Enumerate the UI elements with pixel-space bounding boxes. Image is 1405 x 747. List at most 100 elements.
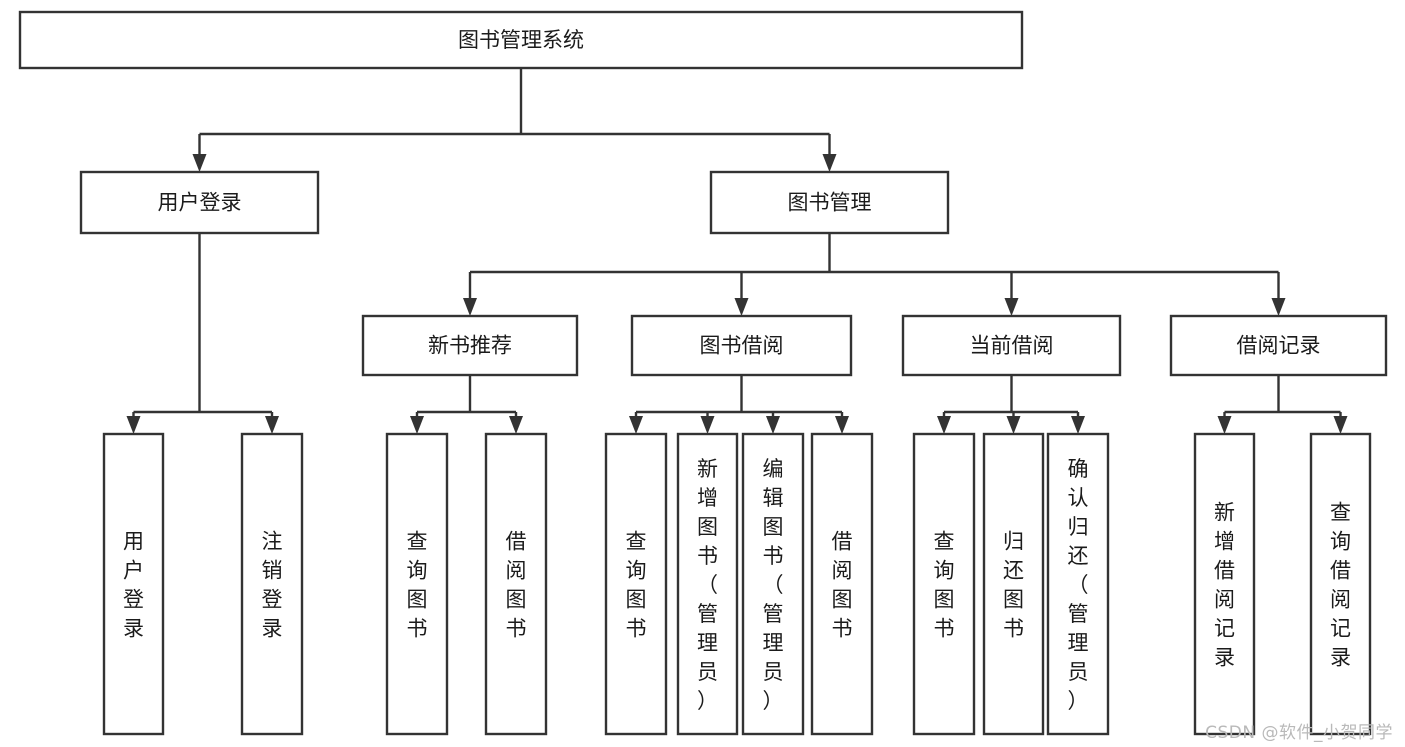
arrow-head-leaf-logout bbox=[265, 416, 279, 434]
node-label-leaf-borrow-book-rec: 图 bbox=[506, 588, 527, 612]
node-box-leaf-borrow-book-rec bbox=[484, 432, 548, 736]
node-label-leaf-return-book: 图 bbox=[1003, 588, 1024, 612]
node-label-leaf-return-book: 还 bbox=[1003, 559, 1024, 583]
node-box-current-borrow bbox=[901, 314, 1122, 377]
node-box-leaf-add-record bbox=[1193, 432, 1256, 736]
node-label-leaf-add-record: 阅 bbox=[1214, 588, 1235, 612]
node-label-leaf-edit-book: 图 bbox=[763, 515, 784, 539]
nodes-layer: 图书管理系统用户登录图书管理新书推荐图书借阅当前借阅借阅记录用户登录注销登录查询… bbox=[18, 10, 1388, 736]
arrow-head-leaf-user-login bbox=[126, 416, 141, 434]
node-label-leaf-query-record: 借 bbox=[1330, 559, 1351, 583]
arrow-head-leaf-query-book-rec bbox=[410, 416, 424, 434]
node-label-leaf-logout: 录 bbox=[262, 617, 283, 641]
node-label-leaf-add-record: 借 bbox=[1214, 559, 1235, 583]
node-label-borrow-record: 借阅记录 bbox=[1237, 334, 1321, 358]
node-label-leaf-add-book: 管 bbox=[697, 602, 718, 626]
node-label-leaf-confirm-return: 员 bbox=[1068, 660, 1089, 684]
node-box-leaf-borrow-book bbox=[810, 432, 874, 736]
node-label-leaf-add-book: 新 bbox=[697, 457, 718, 481]
node-box-book-manage bbox=[709, 170, 950, 235]
edge-group-new-book-rec bbox=[410, 375, 523, 434]
node-label-leaf-query-book-borrow: 询 bbox=[626, 559, 647, 583]
node-label-leaf-edit-book: （ bbox=[763, 573, 784, 597]
node-new-book-rec[interactable]: 新书推荐 bbox=[361, 314, 579, 377]
arrow-head-leaf-query-record bbox=[1333, 416, 1348, 434]
node-box-leaf-query-book-rec bbox=[385, 432, 449, 736]
arrow-head-leaf-borrow-book bbox=[835, 416, 849, 434]
node-box-user-login bbox=[79, 170, 320, 235]
node-label-leaf-query-book-borrow: 查 bbox=[626, 530, 647, 554]
node-label-leaf-return-book: 书 bbox=[1003, 617, 1024, 641]
node-user-login[interactable]: 用户登录 bbox=[79, 170, 320, 235]
edge-group-current-borrow bbox=[937, 375, 1085, 434]
node-book-borrow[interactable]: 图书借阅 bbox=[630, 314, 853, 377]
node-box-root bbox=[18, 10, 1024, 70]
node-label-leaf-edit-book: 员 bbox=[763, 660, 784, 684]
node-label-leaf-query-book-borrow: 图 bbox=[626, 588, 647, 612]
node-root[interactable]: 图书管理系统 bbox=[18, 10, 1024, 70]
node-box-leaf-query-book-borrow bbox=[604, 432, 668, 736]
node-label-leaf-add-book: ） bbox=[697, 689, 718, 713]
arrow-head-leaf-add-book bbox=[700, 416, 715, 434]
node-label-leaf-add-book: 理 bbox=[697, 631, 718, 655]
node-label-leaf-borrow-book: 阅 bbox=[832, 559, 853, 583]
edge-group-book-manage bbox=[463, 233, 1286, 316]
node-label-leaf-confirm-return: 认 bbox=[1068, 486, 1089, 510]
node-label-leaf-edit-book: 理 bbox=[763, 631, 784, 655]
arrow-head-leaf-edit-book bbox=[766, 416, 780, 434]
node-label-leaf-edit-book: ） bbox=[763, 689, 784, 713]
node-box-leaf-user-login bbox=[102, 432, 165, 736]
node-label-leaf-query-book-rec: 询 bbox=[407, 559, 428, 583]
node-label-leaf-add-book: 书 bbox=[697, 544, 718, 568]
node-label-leaf-user-login: 录 bbox=[123, 617, 144, 641]
node-label-leaf-user-login: 户 bbox=[123, 559, 144, 583]
node-label-leaf-confirm-return: 确 bbox=[1068, 457, 1089, 481]
node-box-leaf-logout bbox=[240, 432, 304, 736]
arrow-head-current-borrow bbox=[1004, 298, 1019, 316]
node-box-book-borrow bbox=[630, 314, 853, 377]
node-label-book-manage: 图书管理 bbox=[788, 191, 872, 215]
arrow-head-leaf-confirm-return bbox=[1071, 416, 1085, 434]
node-label-leaf-user-login: 登 bbox=[123, 588, 144, 612]
node-label-leaf-confirm-return: （ bbox=[1068, 573, 1089, 597]
node-label-leaf-add-record: 新 bbox=[1214, 501, 1235, 525]
node-box-leaf-add-book bbox=[676, 432, 739, 736]
node-label-leaf-borrow-book-rec: 书 bbox=[506, 617, 527, 641]
node-label-leaf-query-book-rec: 图 bbox=[407, 588, 428, 612]
node-borrow-record[interactable]: 借阅记录 bbox=[1169, 314, 1388, 377]
node-box-leaf-query-book-current bbox=[912, 432, 976, 736]
node-box-borrow-record bbox=[1169, 314, 1388, 377]
node-label-leaf-query-book-borrow: 书 bbox=[626, 617, 647, 641]
node-label-leaf-query-record: 询 bbox=[1330, 530, 1351, 554]
node-current-borrow[interactable]: 当前借阅 bbox=[901, 314, 1122, 377]
node-label-leaf-query-book-rec: 书 bbox=[407, 617, 428, 641]
node-label-leaf-borrow-book: 书 bbox=[832, 617, 853, 641]
node-label-leaf-query-book-rec: 查 bbox=[407, 530, 428, 554]
node-leaf-user-login[interactable]: 用户登录 bbox=[102, 432, 165, 736]
node-label-leaf-confirm-return: 理 bbox=[1068, 631, 1089, 655]
node-label-leaf-return-book: 归 bbox=[1003, 530, 1024, 554]
arrow-head-book-manage bbox=[822, 154, 837, 172]
node-label-root: 图书管理系统 bbox=[458, 28, 584, 52]
edge-group-borrow-record bbox=[1217, 375, 1348, 434]
connectors-layer bbox=[126, 68, 1348, 434]
node-label-leaf-confirm-return: 还 bbox=[1068, 544, 1089, 568]
node-book-manage[interactable]: 图书管理 bbox=[709, 170, 950, 235]
node-box-new-book-rec bbox=[361, 314, 579, 377]
arrow-head-leaf-return-book bbox=[1006, 416, 1021, 434]
node-label-leaf-edit-book: 编 bbox=[763, 457, 784, 481]
node-label-current-borrow: 当前借阅 bbox=[970, 334, 1054, 358]
